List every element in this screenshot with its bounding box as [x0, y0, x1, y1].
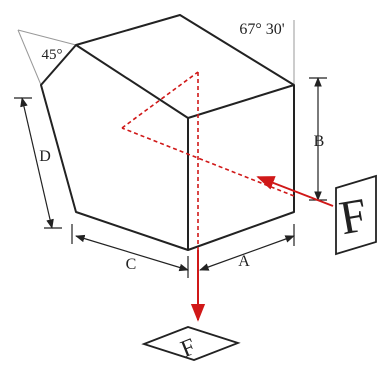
- prism-outline: [40, 14, 295, 251]
- image-card-frame: [141, 326, 241, 361]
- dimension-d-label: D: [39, 148, 51, 165]
- image-card: F: [141, 326, 241, 363]
- dimension-a-line: [199, 235, 295, 271]
- internal-ray-segment-1: [121, 127, 295, 197]
- prism-top-right-edge: [187, 84, 295, 119]
- dimension-c-label: C: [126, 256, 137, 273]
- angle-left-ray-a: [17, 29, 77, 46]
- dimension-d-line: [20, 97, 54, 229]
- internal-ray: [121, 71, 295, 250]
- object-card: F: [335, 174, 377, 256]
- angle-left-ray-b: [17, 29, 42, 86]
- prism-top-edge: [75, 44, 189, 119]
- angle-right-label: 67° 30': [239, 21, 284, 38]
- dimension-b-label: B: [314, 133, 325, 150]
- incoming-ray: [256, 176, 334, 207]
- angle-left-label: 45°: [42, 47, 63, 63]
- object-card-frame: [335, 174, 377, 256]
- dimension-a-label: A: [238, 253, 250, 270]
- internal-ray-segment-2: [121, 71, 199, 129]
- dimension-c-line: [75, 234, 189, 272]
- dimensions: [14, 77, 327, 278]
- prism: [40, 14, 295, 251]
